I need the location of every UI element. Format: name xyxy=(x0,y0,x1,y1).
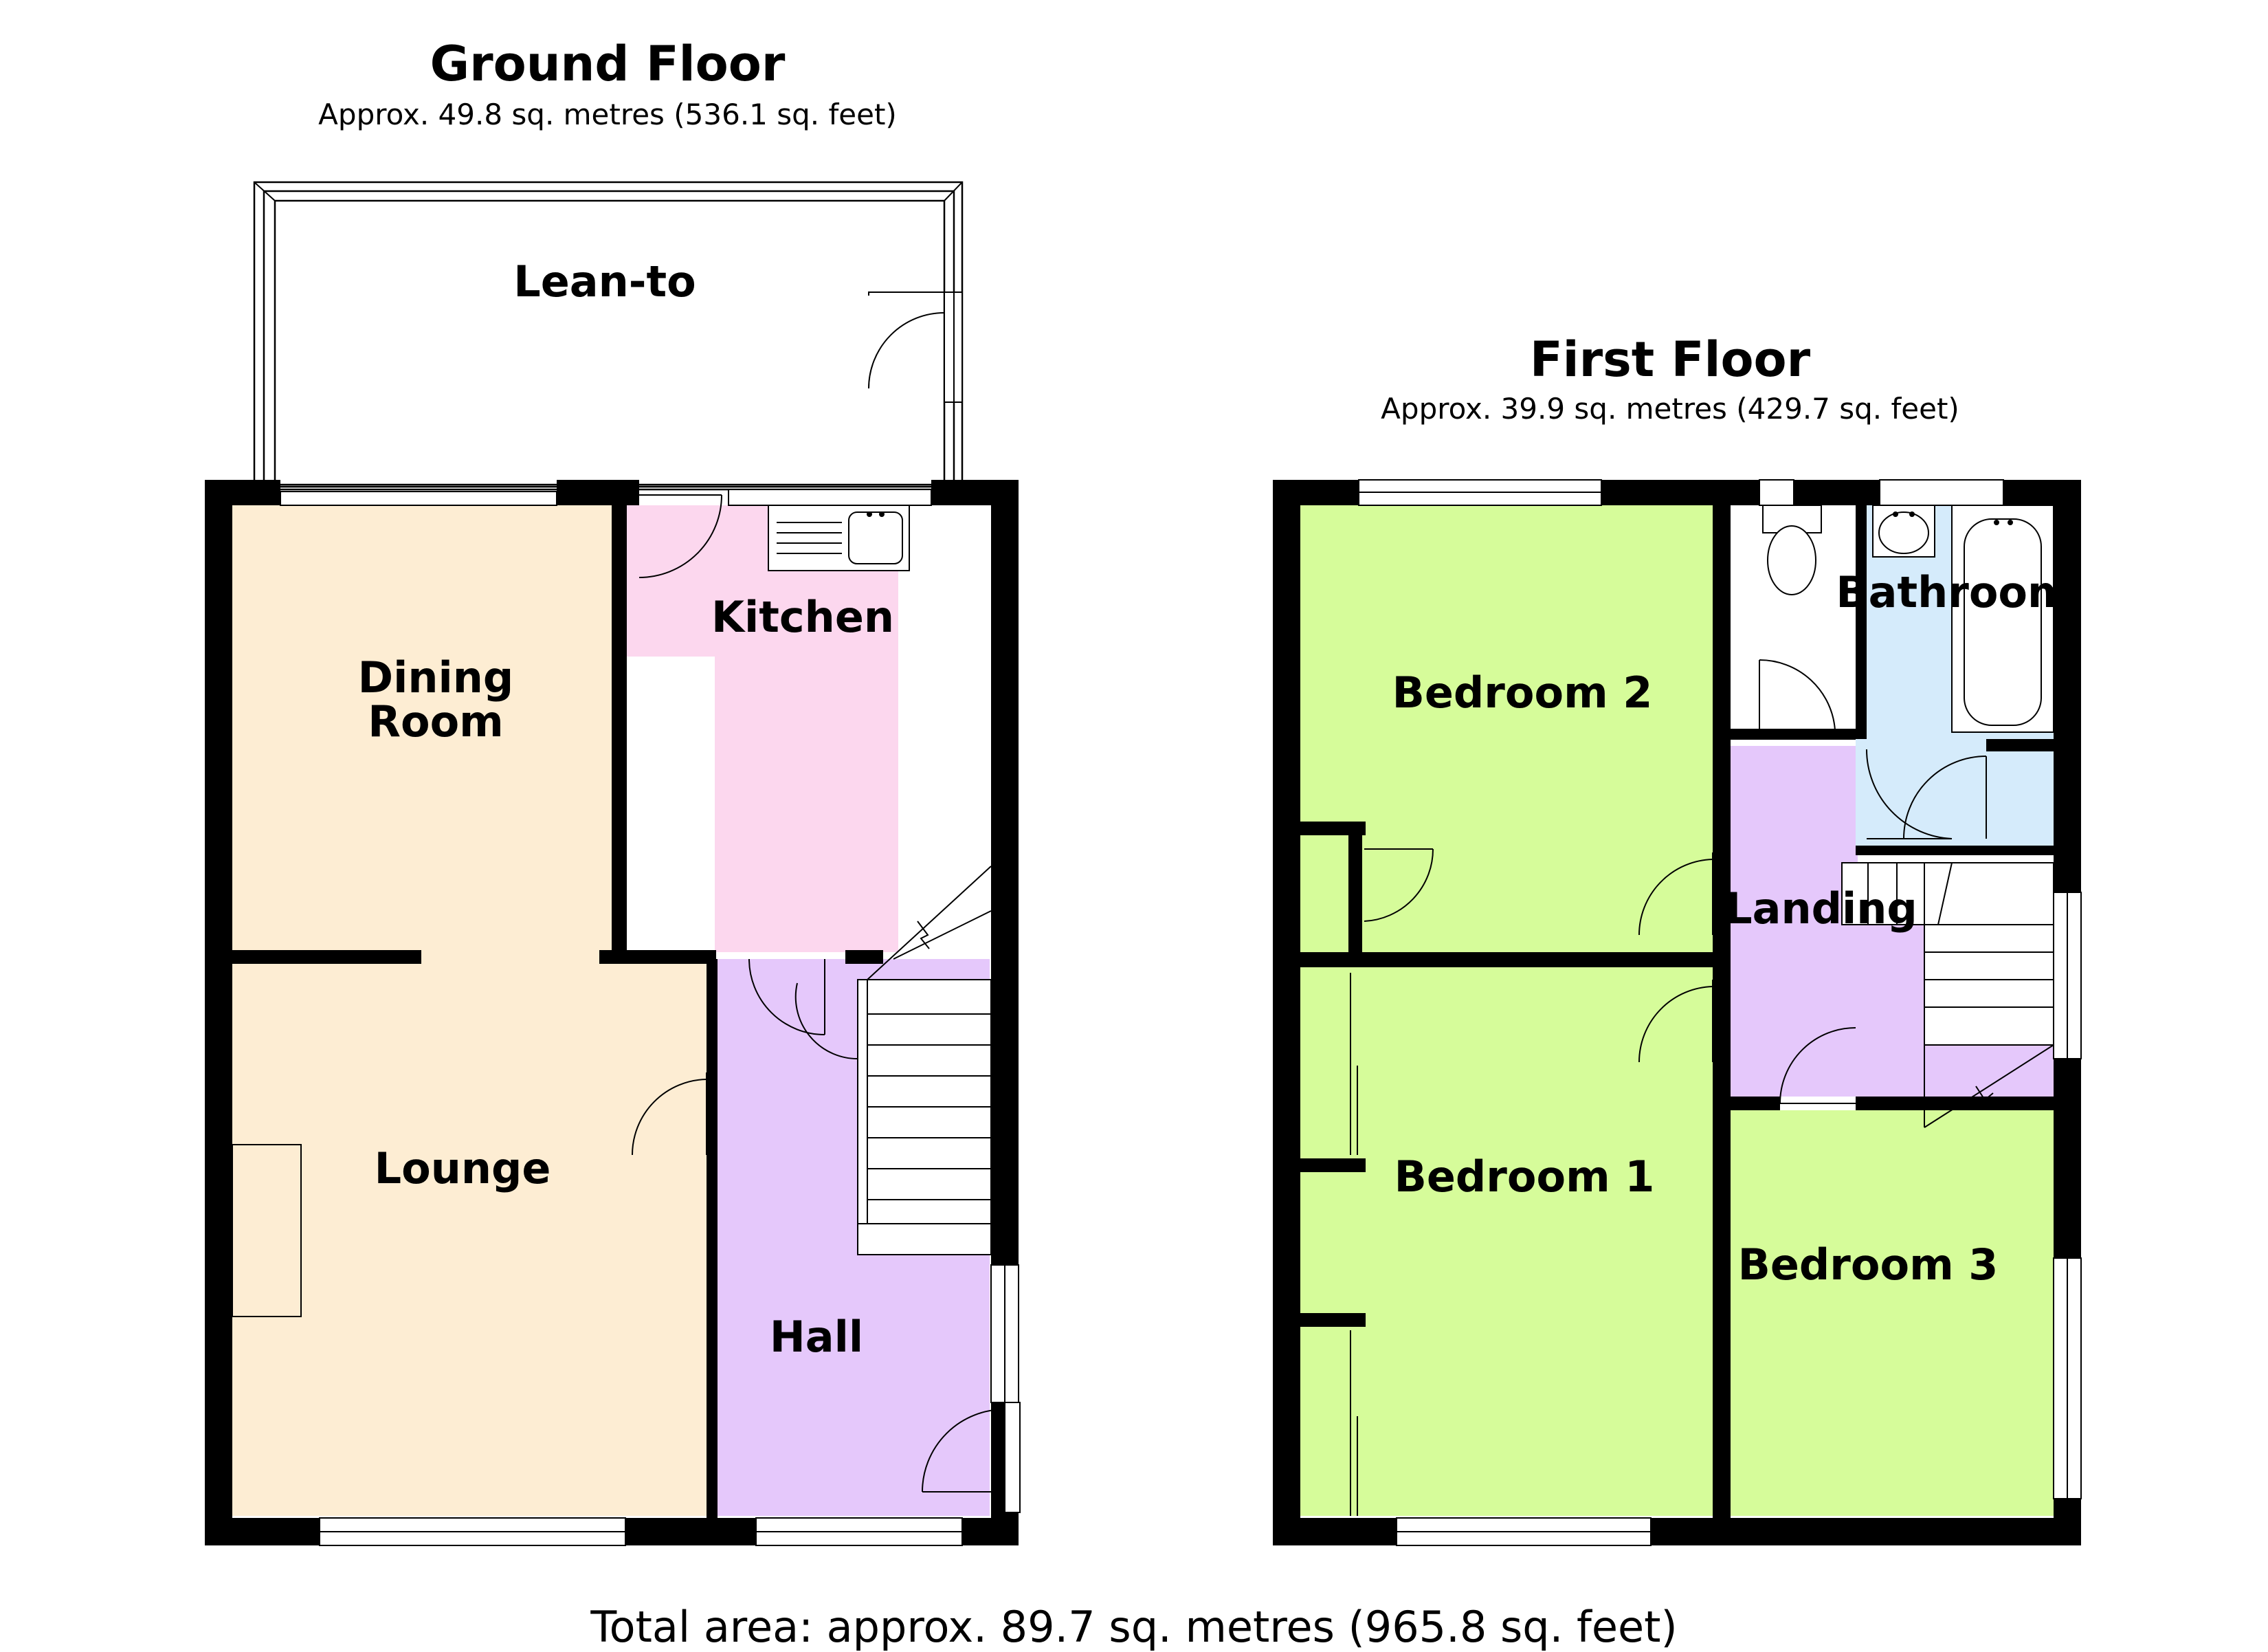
room-label-kitchen: Kitchen xyxy=(711,592,895,642)
bedroom-3-door-icon xyxy=(1779,1027,1856,1104)
lean-to-structure xyxy=(253,181,964,491)
first-floor-walls xyxy=(1273,480,2081,1545)
ground-floor-plan xyxy=(205,181,1021,1546)
front-door-icon xyxy=(922,1402,1021,1513)
bathroom-door-icon xyxy=(1865,749,1987,839)
hall-door-icon xyxy=(748,958,860,1060)
kitchen-sink-icon xyxy=(768,505,910,571)
lounge-door-icon xyxy=(632,1072,707,1156)
bedroom-2-area xyxy=(1300,505,1713,956)
ground-floor-title: Ground Floor xyxy=(430,36,786,92)
toilet-icon xyxy=(1762,505,1822,595)
ground-floor-area: Approx. 49.8 sq. metres (536.1 sq. feet) xyxy=(318,98,897,131)
room-label-dining-room: Dining Room xyxy=(357,652,514,747)
first-floor-windows xyxy=(1358,479,2082,1546)
ground-floor-stairs xyxy=(857,866,992,1255)
chimney-breast xyxy=(232,1144,302,1317)
first-floor-plan xyxy=(1273,479,2082,1546)
bedroom-1-area xyxy=(1300,962,1713,1516)
kitchen-door-icon xyxy=(638,494,722,578)
bedroom-1-door-icon xyxy=(1638,980,1713,1063)
room-label-landing: Landing xyxy=(1725,883,1917,934)
room-label-bedroom-2: Bedroom 2 xyxy=(1392,668,1653,718)
dining-room-area xyxy=(232,505,612,952)
room-label-lounge: Lounge xyxy=(374,1143,551,1193)
first-floor-title: First Floor xyxy=(1529,331,1811,388)
bedroom-3-area xyxy=(1731,1110,2054,1516)
total-area: Total area: approx. 89.7 sq. metres (965… xyxy=(590,1602,1678,1652)
room-label-bathroom: Bathroom xyxy=(1836,567,2072,617)
lounge-area xyxy=(232,952,707,1516)
first-floor-stairs xyxy=(1841,862,2054,1128)
wc-door-icon xyxy=(1759,659,1836,731)
wardrobe-doors xyxy=(1350,973,1358,1516)
room-label-bedroom-3: Bedroom 3 xyxy=(1737,1240,1999,1290)
cupboard-door-icon xyxy=(1364,848,1434,922)
wash-basin-icon xyxy=(1872,505,1935,558)
bedroom-2-door-icon xyxy=(1638,852,1713,936)
bath-icon xyxy=(1951,505,2054,733)
ground-floor-windows xyxy=(280,489,1019,1546)
room-label-lean-to: Lean-to xyxy=(513,256,696,307)
room-label-bedroom-1: Bedroom 1 xyxy=(1394,1152,1655,1202)
first-floor-area: Approx. 39.9 sq. metres (429.7 sq. feet) xyxy=(1381,392,1959,426)
landing-area xyxy=(1731,746,1858,1097)
room-label-hall: Hall xyxy=(769,1312,864,1362)
